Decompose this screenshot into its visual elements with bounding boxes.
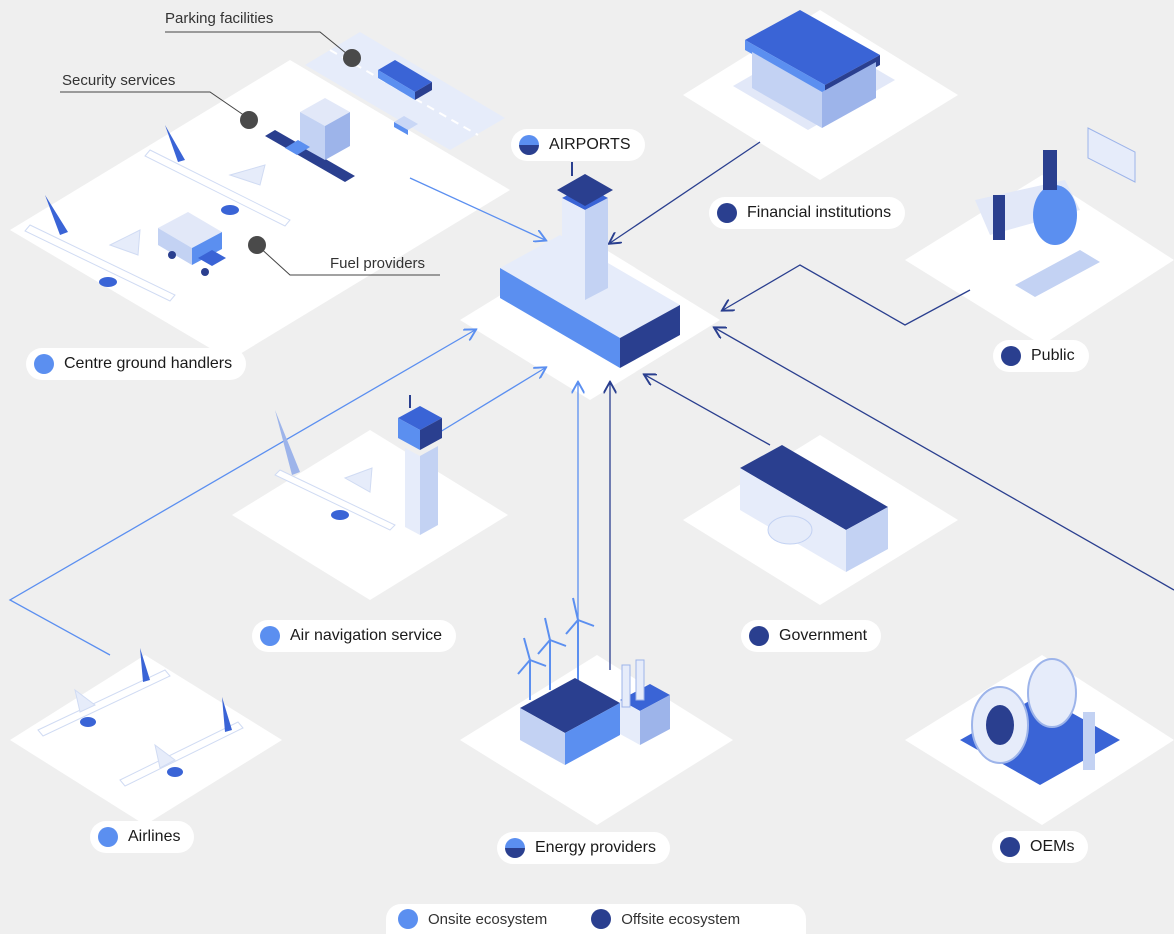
- security-marker: [240, 111, 258, 129]
- airports-dot-icon: [519, 135, 539, 155]
- node-airlines-label: Airlines: [128, 828, 181, 845]
- legend-onsite: Onsite ecosystem: [398, 909, 547, 929]
- link-air-navigation: [439, 368, 545, 433]
- jet-engine-icon: [960, 658, 1120, 785]
- airport-terminal-icon: [500, 162, 680, 368]
- oems-dot-icon: [1000, 837, 1020, 857]
- link-government: [645, 375, 771, 446]
- fuel-truck-icon: [158, 212, 226, 276]
- energy-dot-icon: [505, 838, 525, 858]
- node-public-label: Public: [1031, 347, 1075, 364]
- bank-building-icon: [733, 10, 895, 130]
- legend-offsite-label: Offsite ecosystem: [621, 910, 741, 928]
- link-airlines: [8, 330, 475, 656]
- node-air-navigation-label: Air navigation service: [290, 627, 443, 644]
- legend: Onsite ecosystem Offsite ecosystem: [386, 904, 806, 934]
- legend-offsite: Offsite ecosystem: [591, 909, 740, 929]
- node-government-label: Government: [779, 627, 868, 644]
- connectors: [8, 141, 1174, 670]
- public-dot-icon: [1001, 346, 1021, 366]
- link-financial: [610, 141, 761, 243]
- plane-icon-gh-2: [24, 195, 176, 302]
- financial-dot-icon: [717, 203, 737, 223]
- node-ground-handlers-label: Centre ground handlers: [64, 355, 233, 372]
- onsite-dot-icon: [398, 909, 418, 929]
- government-dot-icon: [749, 626, 769, 646]
- node-airlines[interactable]: Airlines: [90, 821, 195, 853]
- car-icon: [394, 116, 418, 135]
- link-ground-handlers: [409, 177, 545, 240]
- link-public: [723, 264, 971, 326]
- node-government[interactable]: Government: [741, 620, 882, 652]
- tile-public: [905, 175, 1174, 345]
- offsite-dot-icon: [591, 909, 612, 929]
- node-financial-institutions[interactable]: Financial institutions: [709, 197, 906, 229]
- node-centre-ground-handlers[interactable]: Centre ground handlers: [26, 348, 247, 380]
- plane-icon-ans: [274, 410, 396, 531]
- terminal-gate-icon: [975, 127, 1136, 297]
- ground-handlers-dot-icon: [34, 354, 54, 374]
- node-financial-label: Financial institutions: [747, 204, 892, 221]
- wind-turbine-icon: [517, 597, 595, 700]
- government-building-icon: [740, 445, 888, 572]
- callout-parking-facilities: Parking facilities: [165, 10, 274, 27]
- callout-security-services: Security services: [62, 72, 176, 89]
- security-scanner-icon: [265, 98, 355, 182]
- bus-icon: [378, 60, 432, 100]
- power-plant-icon: [520, 659, 670, 765]
- node-air-navigation-service[interactable]: Air navigation service: [252, 620, 457, 652]
- air-navigation-dot-icon: [260, 626, 280, 646]
- plane-icon-airlines-2: [119, 697, 244, 787]
- callout-fuel-providers: Fuel providers: [330, 255, 426, 272]
- node-public[interactable]: Public: [993, 340, 1089, 372]
- node-airports-label: AIRPORTS: [549, 136, 631, 153]
- link-oems: [715, 328, 1174, 591]
- node-energy-providers[interactable]: Energy providers: [497, 832, 670, 864]
- control-tower-icon: [398, 395, 442, 535]
- node-airports[interactable]: AIRPORTS: [511, 129, 645, 161]
- node-oems-label: OEMs: [1030, 838, 1075, 855]
- plane-icon-gh-1: [144, 125, 291, 227]
- plane-icon-airlines-1: [37, 648, 171, 737]
- airlines-dot-icon: [98, 827, 118, 847]
- parking-marker: [343, 49, 361, 67]
- node-energy-label: Energy providers: [535, 839, 656, 856]
- legend-onsite-label: Onsite ecosystem: [428, 910, 548, 928]
- callout-leaders: [60, 31, 440, 276]
- node-oems[interactable]: OEMs: [992, 831, 1089, 863]
- callout-markers: [240, 49, 361, 254]
- fuel-marker: [248, 236, 266, 254]
